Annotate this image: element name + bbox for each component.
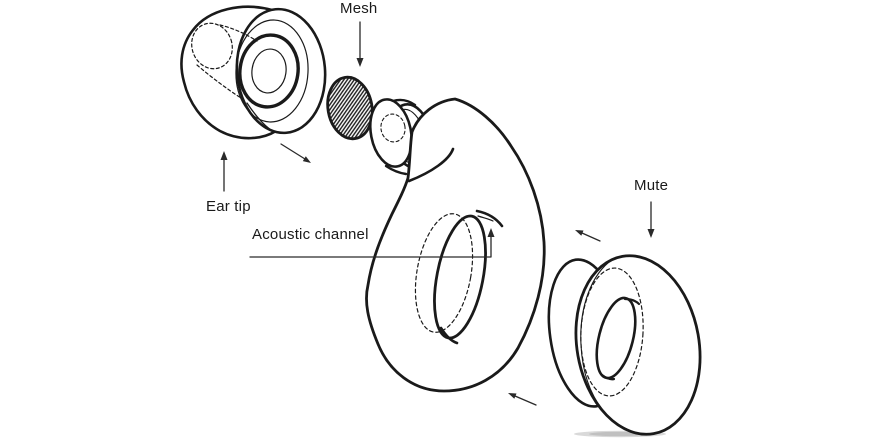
ink-linework-group [180,5,702,438]
mute-pointer-arrow [647,201,655,238]
ear-tip-pointer-arrow [220,151,228,192]
mute-label: Mute [634,177,669,194]
acoustic-channel-leader-arrow [249,228,495,258]
mesh-drawing [326,75,374,141]
acoustic-channel-spout-outer [475,209,504,228]
loop-outer-silhouette [365,97,546,393]
cylinder-hidden-bore [380,113,406,143]
mesh-hatched-disc [326,75,374,141]
acoustic-channel-label: Acoustic channel [252,226,369,243]
ear-tip-inner-opening [251,48,287,94]
mute-hidden-edge [580,267,644,397]
ear-tip-funnel-edge [246,102,275,133]
ear-tip-mid-ring [235,19,309,123]
ear-tip-label: Ear tip [206,198,251,215]
ear-tip-hidden-line-upper [219,24,258,42]
loop-neck-fold [407,147,455,183]
loop-hole-tail [439,326,459,345]
mute-opening-lip [623,297,641,306]
mute-drawing [547,254,702,436]
assembly-direction-arrow-left [280,143,311,163]
ear-tip-hidden-bore [191,22,233,70]
ear-tip-drawing [180,5,327,140]
callout-arrows-group [220,21,655,406]
assembly-direction-arrow-lower-right [508,393,537,406]
mute-front-disc [574,254,702,436]
loop-body-drawing [365,97,546,393]
mute-opening-hook [600,373,616,381]
assembly-direction-arrow-upper-right [575,230,601,242]
acoustic-channel-spout-inner [477,215,494,222]
cylinder-bottom-wall [384,164,408,176]
ear-tip-hidden-line-lower [196,64,242,99]
cylinder-back-face [369,98,413,168]
loop-hole-hidden-edge [414,213,474,333]
mesh-label: Mesh [340,0,378,17]
mesh-pointer-arrow [356,21,364,67]
